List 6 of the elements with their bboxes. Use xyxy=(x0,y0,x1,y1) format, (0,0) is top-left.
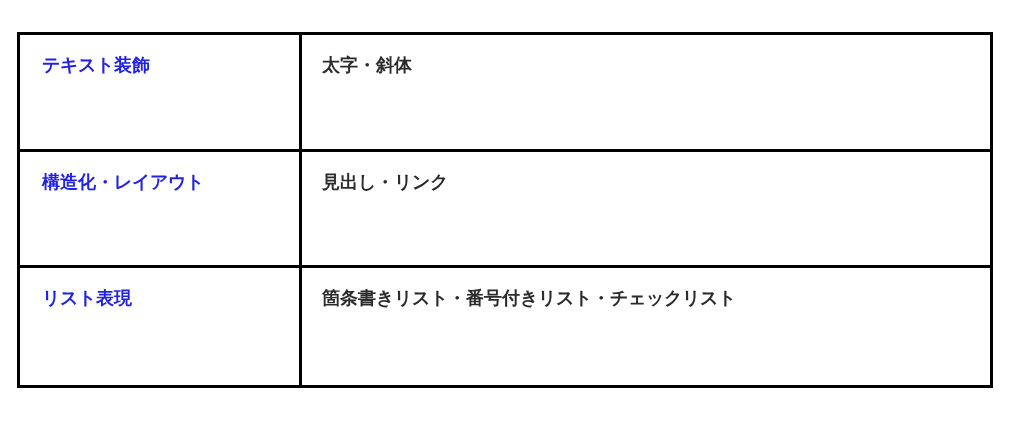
category-label: 構造化・レイアウト xyxy=(42,169,204,194)
item-text: 見出し・リンク xyxy=(322,169,448,194)
category-label: リスト表現 xyxy=(42,286,132,310)
category-label: テキスト装飾 xyxy=(42,53,150,77)
item-text: 太字・斜体 xyxy=(322,53,412,77)
item-text: 箇条書きリスト・番号付きリスト・チェックリスト xyxy=(322,286,736,310)
